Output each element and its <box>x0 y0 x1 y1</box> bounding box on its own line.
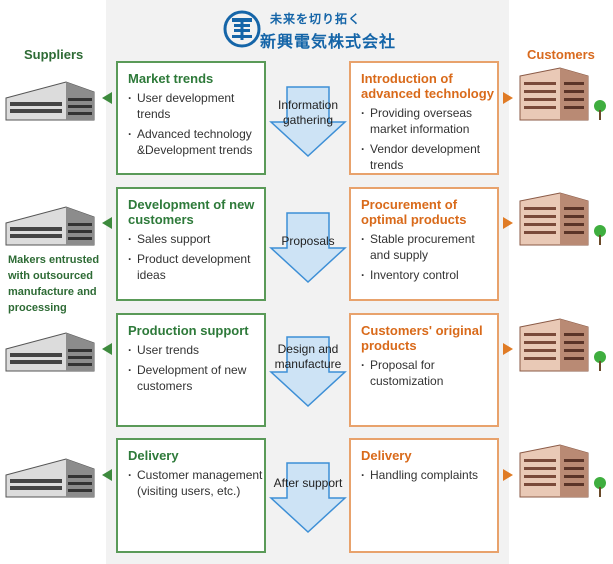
list-item: Advanced technology &Development trends <box>128 126 264 158</box>
down-arrow-icon <box>269 86 347 158</box>
box-title: Market trends <box>128 71 214 86</box>
arrow-label: Design and manufacture <box>274 342 342 371</box>
customer-box-delivery: Delivery Handling complaints <box>349 438 499 553</box>
box-title: Procurement of optimal products <box>361 197 467 227</box>
supplier-box-delivery: Delivery Customer management (visiting u… <box>116 438 266 553</box>
company-logo: 未来を切り拓く 新興電気株式会社 <box>222 8 422 54</box>
office-building-icon <box>519 67 606 121</box>
list-item: Inventory control <box>361 267 497 283</box>
supplier-box-production-support: Production support User trends Developme… <box>116 313 266 427</box>
list-item: User trends <box>128 342 264 358</box>
flow-arrow-design-manufacture: Design and manufacture <box>269 336 347 410</box>
arrow-to-customers-icon <box>503 217 513 229</box>
arrow-to-customers-icon <box>503 343 513 355</box>
customer-box-advanced-technology: Introduction of advanced technology Prov… <box>349 61 499 175</box>
down-arrow-icon <box>269 462 347 534</box>
suppliers-note: Makers entrusted with outsourced manufac… <box>8 254 100 314</box>
company-logo-icon <box>223 10 261 48</box>
office-building-icon <box>519 318 606 372</box>
list-item: Development of new customers <box>128 362 264 394</box>
flow-arrow-proposals: Proposals <box>269 212 347 286</box>
box-title: Introduction of advanced technology <box>361 71 494 101</box>
factory-icon <box>5 81 95 121</box>
customer-box-original-products: Customers' original products Proposal fo… <box>349 313 499 427</box>
list-item: Vendor development trends <box>361 141 497 173</box>
office-building-icon <box>519 192 606 246</box>
list-item: Proposal for customization <box>361 357 497 389</box>
customers-heading: Customers <box>527 47 595 62</box>
arrow-to-suppliers-icon <box>102 343 112 355</box>
arrow-to-suppliers-icon <box>102 217 112 229</box>
factory-icon <box>5 332 95 372</box>
list-item: Handling complaints <box>361 467 497 483</box>
factory-icon <box>5 206 95 246</box>
arrow-label: Information gathering <box>277 98 339 127</box>
box-title: Production support <box>128 323 249 338</box>
box-title: Customers' original products <box>361 323 483 353</box>
box-title: Delivery <box>128 448 179 463</box>
box-title: Delivery <box>361 448 412 463</box>
down-arrow-icon <box>269 336 347 408</box>
company-name: 新興電気株式会社 <box>260 34 397 51</box>
flow-arrow-information-gathering: Information gathering <box>269 86 347 160</box>
suppliers-heading: Suppliers <box>24 47 84 62</box>
arrow-label: After support <box>273 476 343 490</box>
factory-icon <box>5 458 95 498</box>
arrow-to-suppliers-icon <box>102 92 112 104</box>
list-item: Customer management (visiting users, etc… <box>128 467 264 499</box>
customer-box-procurement: Procurement of optimal products Stable p… <box>349 187 499 301</box>
supplier-box-new-customers: Development of new customers Sales suppo… <box>116 187 266 301</box>
supplier-box-market-trends: Market trends User development trends Ad… <box>116 61 266 175</box>
company-tagline: 未来を切り拓く <box>270 12 362 26</box>
office-building-icon <box>519 444 606 498</box>
down-arrow-icon <box>269 212 347 284</box>
box-title: Development of new customers <box>128 197 255 227</box>
arrow-label: Proposals <box>281 234 335 248</box>
list-item: Sales support <box>128 231 264 247</box>
list-item: Stable procurement and supply <box>361 231 497 263</box>
list-item: Providing overseas market information <box>361 105 497 137</box>
arrow-to-customers-icon <box>503 92 513 104</box>
list-item: User development trends <box>128 90 264 122</box>
flow-arrow-after-support: After support <box>269 462 347 536</box>
list-item: Product development ideas <box>128 251 264 283</box>
arrow-to-suppliers-icon <box>102 469 112 481</box>
arrow-to-customers-icon <box>503 469 513 481</box>
